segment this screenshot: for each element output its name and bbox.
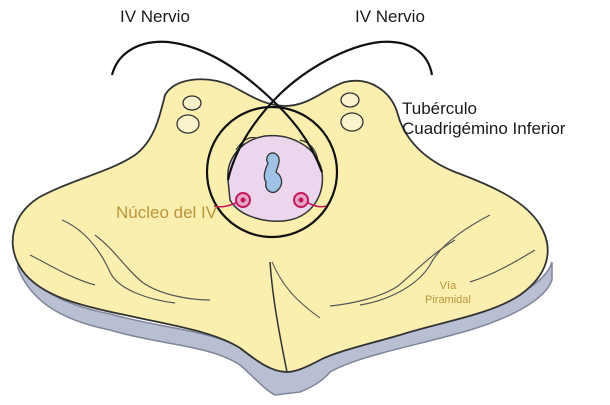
right-nucleus-lower bbox=[341, 113, 363, 131]
trochlear-nucleus-right-core bbox=[299, 198, 304, 203]
label-via-piramidal: Vía Piramidal bbox=[425, 279, 471, 307]
label-nucleo-del-iv: Núcleo del IV bbox=[116, 203, 217, 223]
label-tuberculo-line1: Tubérculo bbox=[402, 99, 565, 119]
label-iv-nervio-left: IV Nervio bbox=[120, 7, 190, 27]
label-via-line1: Vía bbox=[425, 279, 471, 293]
label-tuberculo-line2: Cuadrigémino Inferior bbox=[402, 119, 565, 139]
label-tuberculo: Tubérculo Cuadrigémino Inferior bbox=[402, 99, 565, 139]
label-iv-nervio-right: IV Nervio bbox=[355, 7, 425, 27]
trochlear-nucleus-left-core bbox=[241, 198, 246, 203]
label-via-line2: Piramidal bbox=[425, 293, 471, 307]
left-nucleus-upper bbox=[183, 96, 201, 110]
left-nucleus-lower bbox=[177, 115, 199, 133]
right-nucleus-upper bbox=[341, 93, 359, 107]
